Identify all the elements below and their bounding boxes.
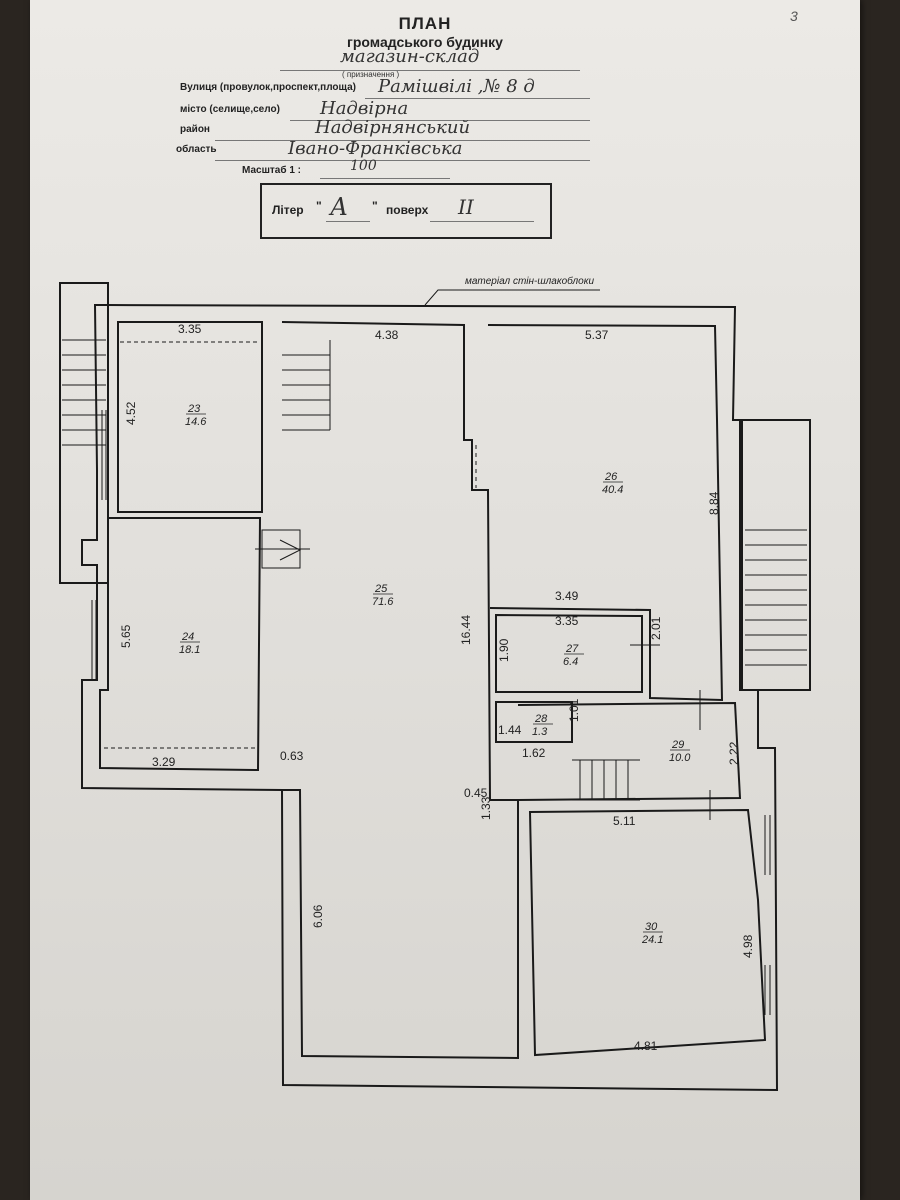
room-area: 6.4 bbox=[563, 656, 578, 668]
dimension-label: 16.44 bbox=[459, 615, 473, 645]
inner-wall-left bbox=[117, 321, 263, 513]
dimension-label: 2.01 bbox=[649, 616, 663, 640]
district-underline bbox=[215, 140, 590, 141]
page-number: 3 bbox=[790, 8, 798, 24]
room-number: 26 bbox=[604, 471, 618, 483]
floor-underline bbox=[430, 221, 534, 222]
right-stair-frame bbox=[739, 419, 811, 691]
dimension-label: 5.11 bbox=[613, 814, 636, 828]
region-label: область bbox=[176, 144, 217, 155]
dimension-label: 4.52 bbox=[124, 401, 138, 425]
door-swing-hall bbox=[261, 529, 302, 569]
city-underline bbox=[290, 120, 590, 121]
liter-underline bbox=[326, 221, 370, 222]
room-number: 24 bbox=[181, 631, 194, 643]
material-note: матеріал стін-шлакоблоки bbox=[465, 276, 595, 287]
room-number: 25 bbox=[374, 583, 388, 595]
scale-underline bbox=[320, 178, 450, 179]
dimension-label: 4.38 bbox=[375, 328, 399, 342]
hall-stair bbox=[282, 340, 331, 431]
inner-wall-room28 bbox=[495, 701, 573, 743]
floor-label: поверх bbox=[386, 203, 429, 217]
liter-value: А bbox=[330, 193, 349, 221]
dimension-label: 1.44 bbox=[498, 723, 522, 737]
scale-label: Масштаб 1 : bbox=[242, 165, 301, 176]
liter-quote-close: " bbox=[372, 199, 378, 213]
dimension-label: 1.33 bbox=[479, 796, 493, 820]
floor-value: II bbox=[458, 195, 474, 219]
room-number: 29 bbox=[671, 739, 684, 751]
street-label: Вулиця (провулок,проспект,площа) bbox=[180, 82, 356, 93]
dimension-label: 8.84 bbox=[707, 491, 721, 515]
district-value: Надвірнянський bbox=[315, 117, 471, 138]
plan-title: ПЛАН bbox=[398, 14, 452, 33]
dimension-label: 4.98 bbox=[741, 934, 755, 958]
room-area: 10.0 bbox=[669, 752, 691, 764]
district-label: район bbox=[180, 124, 210, 135]
liter-box: Літер " А " поверх II bbox=[260, 183, 552, 239]
dimension-label: 3.49 bbox=[555, 589, 579, 603]
left-stair-frame bbox=[59, 282, 109, 584]
region-underline bbox=[215, 160, 590, 161]
dimension-label: 1.62 bbox=[522, 746, 546, 760]
room-area: 14.6 bbox=[185, 416, 207, 428]
room-area: 24.1 bbox=[641, 934, 663, 946]
room-number: 27 bbox=[565, 643, 579, 655]
dimension-label: 0.63 bbox=[280, 749, 304, 763]
room29-stair bbox=[572, 759, 640, 801]
dimension-label: 5.37 bbox=[585, 328, 609, 342]
dimension-label: 0.45 bbox=[464, 786, 488, 800]
scale-value: 100 bbox=[350, 158, 377, 174]
purpose-value: магазин-склад bbox=[340, 46, 480, 67]
dimension-label: 6.06 bbox=[311, 904, 325, 928]
inner-wall-room30 bbox=[528, 808, 767, 1057]
left-stair-treads bbox=[62, 339, 106, 446]
window-marks-right bbox=[764, 815, 771, 1015]
room-area: 71.6 bbox=[372, 596, 394, 608]
inner-wall-hall bbox=[281, 321, 519, 1060]
room-number: 30 bbox=[645, 921, 658, 933]
plan-subtitle: громадського будинку bbox=[347, 34, 503, 50]
dimension-label: 3.35 bbox=[178, 322, 202, 336]
dimension-label: 3.35 bbox=[555, 614, 579, 628]
window-marks-left bbox=[91, 410, 107, 680]
inner-wall-room29 bbox=[517, 701, 742, 801]
liter-quote-open: " bbox=[316, 199, 322, 213]
inner-wall-room27 bbox=[495, 613, 643, 693]
room-area: 40.4 bbox=[602, 484, 623, 496]
right-stair-treads bbox=[745, 529, 807, 666]
dimension-label: 5.65 bbox=[119, 624, 133, 648]
city-label: місто (селище,село) bbox=[180, 104, 280, 115]
dimension-label: 3.29 bbox=[152, 755, 176, 769]
city-value: Надвірна bbox=[320, 98, 409, 119]
dimension-label: 1.90 bbox=[497, 638, 511, 662]
dimension-label: 4.81 bbox=[634, 1039, 658, 1053]
liter-label: Літер bbox=[272, 203, 304, 217]
room-number: 28 bbox=[534, 713, 548, 725]
door-swing-arrows bbox=[255, 548, 711, 820]
document-sheet: 3 ПЛАН громадського будинку магазин-скла… bbox=[30, 0, 860, 1200]
room-number: 23 bbox=[187, 403, 201, 415]
inner-wall-room26 bbox=[487, 324, 724, 702]
room-area: 18.1 bbox=[179, 644, 200, 656]
street-value: Рамішвілі ,№ 8 д bbox=[378, 76, 535, 97]
dimension-label: 2.22 bbox=[727, 741, 741, 765]
region-value: Івано-Франківська bbox=[288, 138, 463, 159]
material-leader bbox=[424, 289, 600, 306]
purpose-underline bbox=[280, 70, 580, 71]
street-underline bbox=[365, 98, 590, 99]
purpose-caption: ( призначення ) bbox=[342, 70, 400, 79]
room-area: 1.3 bbox=[532, 726, 548, 738]
inner-wall-left-lower bbox=[99, 517, 262, 772]
dimension-label: 1.01 bbox=[567, 698, 581, 722]
